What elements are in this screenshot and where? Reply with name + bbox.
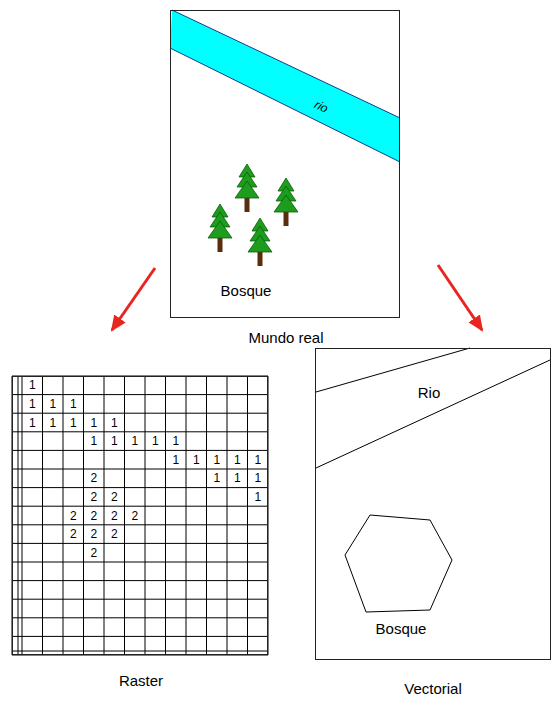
cell-value: 1 bbox=[172, 454, 179, 466]
real-world-frame: rioBosqueMundo real bbox=[170, 10, 400, 318]
grid-line bbox=[63, 376, 64, 655]
grid-line bbox=[18, 376, 19, 655]
tree-icon bbox=[274, 178, 298, 226]
tree-icon bbox=[248, 218, 272, 266]
grid-line bbox=[12, 636, 268, 637]
grid-line bbox=[12, 431, 268, 432]
cell-value: 1 bbox=[193, 454, 200, 466]
cell-value: 2 bbox=[90, 472, 97, 484]
cell-value: 2 bbox=[90, 510, 97, 522]
cell-value: 1 bbox=[234, 472, 241, 484]
cell-value: 1 bbox=[152, 435, 159, 447]
panel-caption: Vectorial bbox=[404, 681, 462, 698]
grid-line bbox=[12, 487, 268, 488]
grid-line bbox=[124, 376, 125, 655]
cell-value: 1 bbox=[29, 379, 36, 391]
panel-caption: Raster bbox=[119, 673, 163, 690]
red-arrow bbox=[438, 265, 482, 330]
cell-value: 1 bbox=[70, 398, 77, 410]
cell-value: 2 bbox=[111, 491, 118, 503]
grid-line bbox=[186, 376, 187, 655]
cell-value: 2 bbox=[131, 510, 138, 522]
cell-value: 2 bbox=[90, 491, 97, 503]
grid-line bbox=[12, 543, 268, 544]
grid-line bbox=[83, 376, 84, 655]
grid-line bbox=[12, 413, 268, 414]
grid-line bbox=[165, 376, 166, 655]
grid-line bbox=[12, 506, 268, 507]
cell-value: 1 bbox=[90, 435, 97, 447]
cell-value: 2 bbox=[90, 528, 97, 540]
cell-value: 1 bbox=[90, 417, 97, 429]
grid-line bbox=[12, 651, 268, 652]
river-line bbox=[316, 360, 550, 468]
cell-value: 1 bbox=[111, 435, 118, 447]
cell-value: 2 bbox=[111, 528, 118, 540]
cell-value: 2 bbox=[70, 528, 77, 540]
red-arrow bbox=[112, 268, 155, 330]
river-label: Rio bbox=[418, 385, 441, 402]
cell-value: 1 bbox=[172, 435, 179, 447]
grid-line bbox=[12, 599, 268, 600]
cell-value: 2 bbox=[90, 547, 97, 559]
cell-value: 1 bbox=[213, 454, 220, 466]
cell-value: 1 bbox=[254, 491, 261, 503]
cell-value: 2 bbox=[111, 510, 118, 522]
grid-line bbox=[12, 524, 268, 525]
tree-icon bbox=[208, 204, 232, 252]
cell-value: 1 bbox=[29, 398, 36, 410]
forest-label: Bosque bbox=[376, 621, 427, 638]
grid-line bbox=[12, 617, 268, 618]
cell-value: 1 bbox=[213, 472, 220, 484]
river-label: rio bbox=[312, 98, 330, 116]
cell-value: 1 bbox=[111, 417, 118, 429]
grid-line bbox=[206, 376, 207, 655]
cell-value: 1 bbox=[29, 417, 36, 429]
river-bank bbox=[170, 48, 400, 162]
river-bank bbox=[172, 10, 400, 118]
grid-line bbox=[247, 376, 248, 655]
grid-line bbox=[22, 376, 23, 655]
grid-line bbox=[145, 376, 146, 655]
raster-grid bbox=[12, 376, 268, 655]
cell-value: 1 bbox=[49, 398, 56, 410]
grid-line bbox=[104, 376, 105, 655]
grid-line bbox=[12, 394, 268, 395]
vector-frame: RioBosqueVectorial bbox=[315, 348, 551, 660]
grid-line bbox=[12, 562, 268, 563]
cell-value: 1 bbox=[234, 454, 241, 466]
cell-value: 1 bbox=[254, 454, 261, 466]
panel-caption: Mundo real bbox=[248, 330, 323, 347]
cell-value: 1 bbox=[131, 435, 138, 447]
tree-icon bbox=[235, 164, 259, 212]
cell-value: 1 bbox=[70, 417, 77, 429]
grid-line bbox=[12, 469, 268, 470]
cell-value: 1 bbox=[254, 472, 261, 484]
grid-line bbox=[42, 376, 43, 655]
forest-polygon bbox=[345, 515, 452, 612]
grid-line bbox=[12, 450, 268, 451]
river-line bbox=[316, 348, 470, 392]
grid-line bbox=[227, 376, 228, 655]
cell-value: 2 bbox=[70, 510, 77, 522]
cell-value: 1 bbox=[49, 417, 56, 429]
river-band bbox=[170, 10, 400, 162]
grid-line bbox=[12, 580, 268, 581]
forest-label: Bosque bbox=[221, 283, 272, 300]
